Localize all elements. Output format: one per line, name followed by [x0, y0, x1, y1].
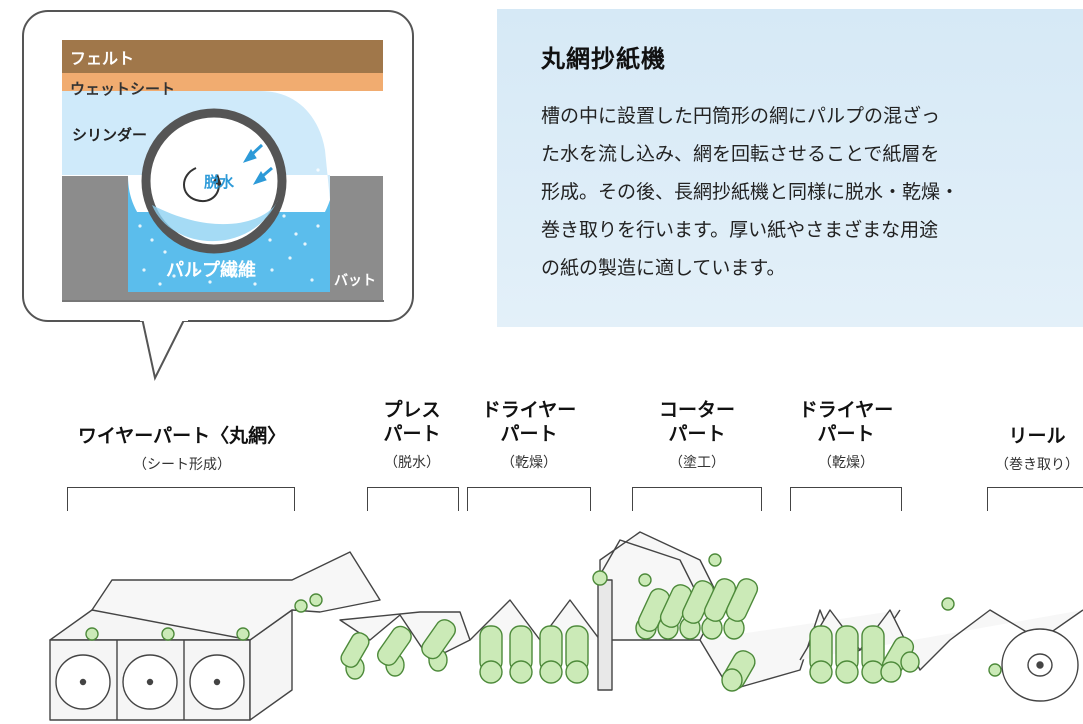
section-sub: （塗工）	[668, 455, 725, 471]
section-name: ドライヤー パート	[798, 399, 894, 445]
cylinder-label: シリンダー	[72, 126, 148, 144]
felt-label: フェルト	[70, 49, 135, 68]
section-name: コーター パート	[658, 399, 736, 445]
section-reel: リール （巻き取り）	[995, 424, 1079, 474]
reel	[1001, 628, 1079, 702]
rollers	[85, 553, 1002, 692]
bracket-reel	[987, 487, 1083, 511]
vat-label: バット	[334, 273, 376, 289]
wet-sheet-layer	[62, 73, 383, 91]
rotation-arrow-icon	[183, 167, 220, 203]
bracket-dryer-2	[790, 487, 902, 511]
bracket-dryer-1	[467, 487, 591, 511]
section-coater-part: コーター パート （塗工）	[659, 398, 735, 472]
section-sub: （シート形成）	[133, 457, 231, 473]
section-wire-part: ワイヤーパート〈丸網〉 （シート形成）	[78, 424, 286, 474]
section-name: ドライヤー パート	[481, 399, 577, 445]
section-sub: （脱水）	[383, 455, 440, 471]
section-name: ワイヤーパート〈丸網〉	[77, 425, 287, 447]
coater-top	[599, 539, 701, 601]
section-sub: （乾燥）	[501, 455, 557, 471]
wire-part-vats	[49, 609, 293, 721]
dryer-web-2	[799, 609, 1083, 671]
bracket-coater	[632, 487, 762, 511]
cylinder-inner-water	[152, 200, 278, 242]
bracket-press	[367, 487, 459, 511]
pulp-fiber-label: パルプ繊維	[166, 260, 256, 281]
description-body: 槽の中に設置した円筒形の網にパルプの混ざっ た水を流し込み、網を回転させることで…	[541, 105, 960, 279]
section-name: プレス パート	[383, 399, 441, 445]
dewater-label: 脱水	[204, 173, 235, 191]
section-dryer-part-2: ドライヤー パート （乾燥）	[799, 398, 893, 472]
section-name: リール	[1008, 425, 1066, 447]
section-press-part: プレス パート （脱水）	[383, 398, 440, 472]
wet-sheet-label: ウェットシート	[70, 80, 176, 98]
bracket-wire	[67, 487, 295, 511]
felt-web	[91, 551, 381, 641]
section-dryer-part-1: ドライヤー パート （乾燥）	[482, 398, 576, 472]
description-title: 丸網抄紙機	[541, 45, 666, 73]
dewater-arrows-icon	[242, 143, 273, 185]
coater-web	[597, 579, 613, 691]
section-sub: （巻き取り）	[995, 457, 1079, 473]
felt-layer	[62, 40, 383, 73]
description-panel: 丸網抄紙機 槽の中に設置した円筒形の網にパルプの混ざっ た水を流し込み、網を回転…	[497, 9, 1083, 327]
section-sub: （乾燥）	[818, 455, 874, 471]
